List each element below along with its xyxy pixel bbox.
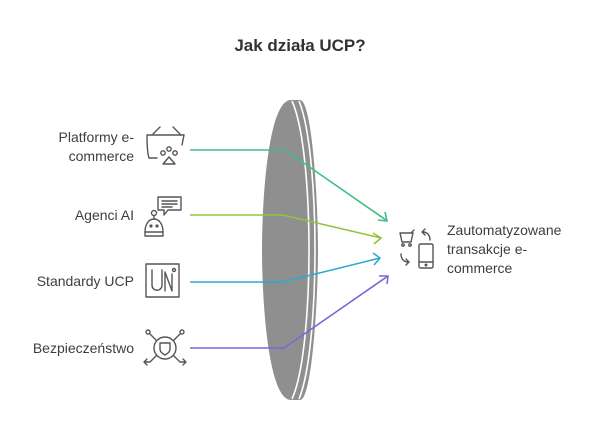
chatbot-agent-icon <box>144 196 182 237</box>
lens-body <box>262 100 318 400</box>
arrowhead-standards <box>372 252 382 266</box>
arrowhead-platforms <box>377 211 389 222</box>
input-label-security: Bezpieczeństwo <box>33 339 134 358</box>
connector-agents <box>190 214 382 239</box>
shopping-basket-icon <box>146 126 185 165</box>
label-line: Zautomatyzowane <box>447 222 562 238</box>
label-line: commerce <box>68 148 134 164</box>
connector-standards <box>190 257 381 283</box>
input-label-platforms: Platformy e- commerce <box>59 128 134 166</box>
label-line: Agenci AI <box>74 207 134 223</box>
input-label-standards: Standardy UCP <box>37 272 134 291</box>
connector-security <box>190 275 389 349</box>
security-shield-icon <box>143 329 187 366</box>
label-line: Standardy UCP <box>36 273 134 289</box>
arrowhead-security <box>379 275 389 285</box>
arrowhead-agents <box>372 232 383 245</box>
connector-platforms <box>190 149 387 221</box>
input-label-agents: Agenci AI <box>75 206 134 225</box>
lens <box>262 100 318 400</box>
lens-edge-inner <box>291 100 310 400</box>
connectors <box>190 149 389 349</box>
ucp-logo-icon <box>145 263 180 298</box>
output-label: Zautomatyzowane transakcje e- commerce <box>447 221 561 278</box>
diagram-title: Jak działa UCP? <box>234 36 366 55</box>
lens-edge-outer <box>298 100 316 400</box>
label-line: transakcje e- <box>447 241 528 257</box>
cart-phone-exchange-icon <box>399 228 434 269</box>
label-line: commerce <box>447 260 513 276</box>
label-line: Platformy e- <box>58 129 134 145</box>
label-line: Bezpieczeństwo <box>32 340 134 356</box>
